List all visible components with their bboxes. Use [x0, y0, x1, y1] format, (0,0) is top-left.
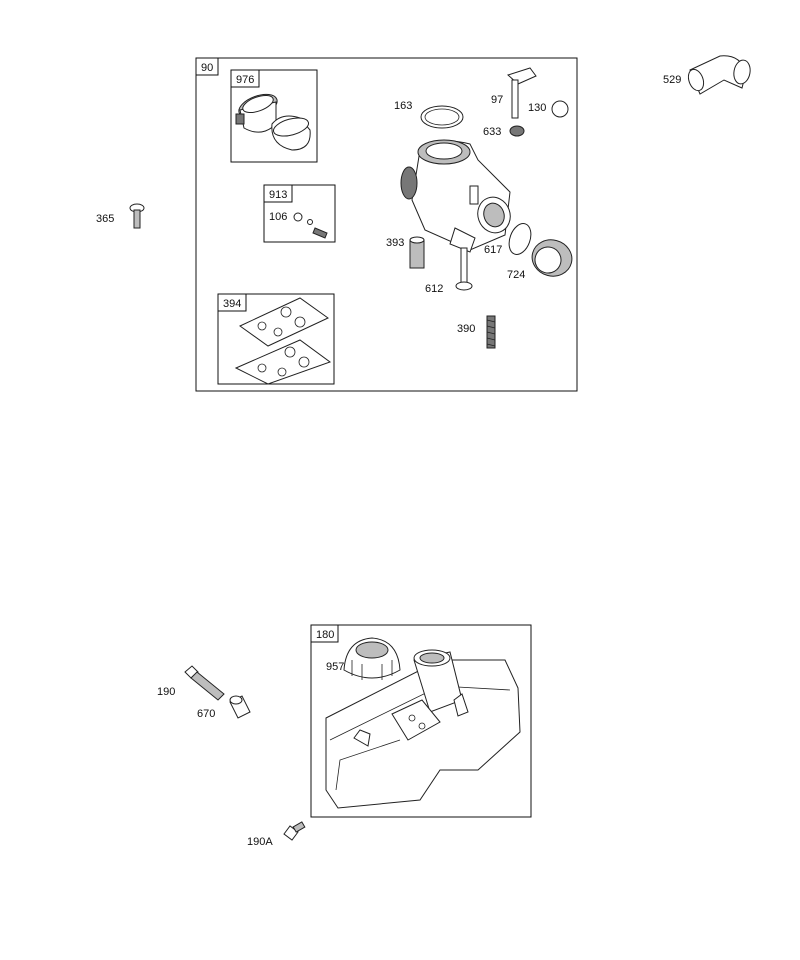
tag-90: 90 [201, 62, 213, 74]
label-670: 670 [197, 708, 215, 720]
tag-976: 976 [236, 74, 254, 86]
carburetor-body-drawing [400, 139, 511, 253]
fuel-tank-drawing [325, 649, 521, 809]
needle-spring-icon [312, 227, 328, 239]
o-ring-617-icon [508, 223, 532, 255]
label-130: 130 [528, 102, 546, 114]
label-633: 633 [483, 126, 501, 138]
needle-ball-icon [307, 219, 313, 225]
tag-394: 394 [223, 298, 241, 310]
screen-393-icon [409, 236, 425, 269]
label-724: 724 [507, 269, 525, 281]
intake-elbow-drawing [235, 93, 311, 151]
seat-ring-icon [293, 212, 303, 222]
screw-190a-icon [283, 821, 306, 841]
gasket-163-icon [420, 105, 464, 129]
tag-913: 913 [269, 189, 287, 201]
label-190: 190 [157, 686, 175, 698]
spacer-670-icon [229, 695, 251, 719]
carburetor-assembly-group: 90 [195, 57, 578, 392]
seal-633-icon [509, 125, 525, 137]
label-97: 97 [491, 94, 503, 106]
part-913-group: 913 106 [263, 184, 336, 243]
label-617: 617 [484, 244, 502, 256]
label-529: 529 [663, 74, 681, 86]
part-394-group: 394 [217, 293, 335, 385]
label-390: 390 [457, 323, 475, 335]
label-957: 957 [326, 661, 344, 673]
throttle-plate-icon [551, 100, 569, 118]
label-106: 106 [269, 211, 287, 223]
fuel-tank-group: 180 [310, 624, 532, 818]
screw-365-icon [129, 203, 145, 229]
spring-390-icon [486, 315, 496, 349]
elbow-529-icon [687, 55, 751, 95]
tag-180: 180 [316, 629, 334, 641]
bolt-190-icon [184, 665, 225, 701]
label-612: 612 [425, 283, 443, 295]
label-163: 163 [394, 100, 412, 112]
label-190a: 190A [247, 836, 273, 848]
label-393: 393 [386, 237, 404, 249]
label-365: 365 [96, 213, 114, 225]
throttle-shaft-icon [507, 67, 537, 119]
pipe-612-icon [455, 247, 473, 291]
intake-seal-724-icon [531, 239, 573, 277]
part-976-group: 976 [230, 69, 318, 163]
fuel-cap-957-icon [343, 637, 401, 680]
diaphragm-gasket-icon [234, 297, 332, 385]
